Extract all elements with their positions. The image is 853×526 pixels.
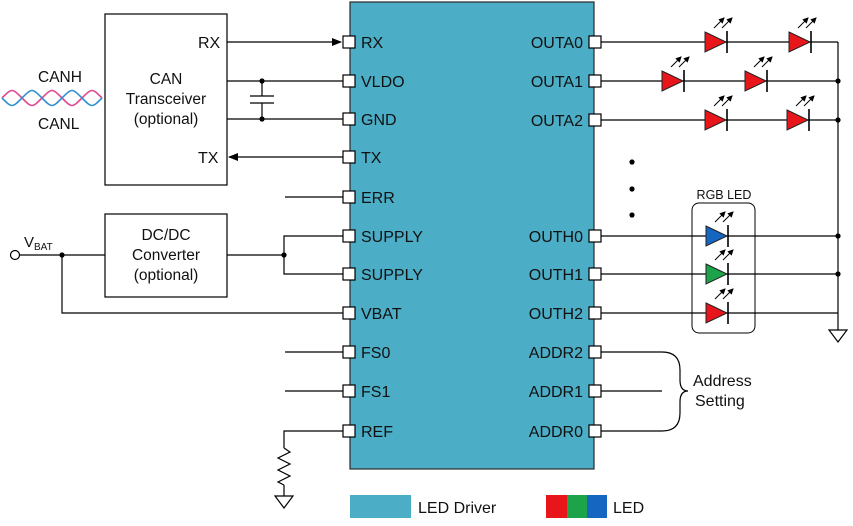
ground-icon-left bbox=[273, 495, 295, 509]
led-icon bbox=[661, 56, 690, 92]
pin-box-right bbox=[588, 113, 602, 127]
pin-label-left: ERR bbox=[361, 190, 395, 207]
rgb-led-group bbox=[691, 202, 756, 334]
address-line-2: Setting bbox=[695, 393, 745, 410]
led-icon bbox=[744, 56, 773, 92]
led-icon bbox=[705, 249, 734, 285]
pin-label-left: FS0 bbox=[361, 345, 390, 362]
legend-led-green-swatch bbox=[567, 495, 587, 518]
pin-label-left: RX bbox=[361, 35, 384, 52]
ellipsis-dots-icon bbox=[629, 159, 635, 218]
pin-box-right bbox=[588, 267, 602, 281]
pin-label-left: VLDO bbox=[361, 74, 405, 91]
pin-box-left bbox=[342, 345, 356, 359]
converter-line-2: Converter bbox=[132, 247, 200, 264]
pin-label-right: ADDR1 bbox=[529, 384, 583, 401]
address-brace bbox=[601, 351, 689, 432]
pin-label-left: TX bbox=[361, 150, 382, 167]
pin-box-right bbox=[588, 35, 602, 49]
pin-label-left: FS1 bbox=[361, 384, 390, 401]
legend-led-label: LED bbox=[613, 500, 644, 517]
can-transceiver-box bbox=[104, 13, 228, 186]
pin-label-left: GND bbox=[361, 112, 397, 129]
pin-box-right bbox=[588, 384, 602, 398]
pin-box-left bbox=[342, 306, 356, 320]
pin-box-right bbox=[588, 229, 602, 243]
pin-label-left: SUPPLY bbox=[361, 267, 423, 284]
pin-box-left bbox=[342, 150, 356, 164]
pin-label-right: ADDR2 bbox=[529, 345, 583, 362]
canh-label: CANH bbox=[38, 69, 82, 86]
led-icon bbox=[704, 95, 733, 131]
led-icon bbox=[704, 17, 733, 53]
transceiver-line-3: (optional) bbox=[134, 111, 199, 128]
transceiver-pin-rx: RX bbox=[198, 35, 221, 52]
converter-line-1: DC/DC bbox=[141, 227, 190, 244]
legend-driver-label: LED Driver bbox=[418, 500, 497, 517]
pin-label-right: OUTA1 bbox=[531, 74, 583, 91]
pin-box-right bbox=[588, 345, 602, 359]
pin-box-left bbox=[342, 424, 356, 438]
rgb-led-title: RGB LED bbox=[697, 188, 752, 202]
legend-led-red-swatch bbox=[546, 495, 567, 518]
vbat-terminal bbox=[9, 249, 21, 261]
pin-label-left: SUPPLY bbox=[361, 229, 423, 246]
capacitor-icon bbox=[250, 78, 274, 122]
pin-box-left bbox=[342, 229, 356, 243]
address-line-1: Address bbox=[693, 373, 752, 390]
led-icon bbox=[786, 95, 815, 131]
transceiver-line-2: Transceiver bbox=[126, 91, 206, 108]
pin-label-right: OUTA0 bbox=[531, 35, 583, 52]
pin-box-left bbox=[342, 35, 356, 49]
pin-label-right: OUTH1 bbox=[529, 267, 583, 284]
pin-box-right bbox=[588, 306, 602, 320]
pin-label-right: OUTH0 bbox=[529, 229, 583, 246]
led-array bbox=[661, 17, 817, 324]
pin-box-left bbox=[342, 267, 356, 281]
pin-box-left bbox=[342, 384, 356, 398]
converter-line-3: (optional) bbox=[134, 267, 199, 284]
dcdc-converter-box bbox=[104, 213, 228, 298]
pin-label-left: REF bbox=[361, 424, 393, 441]
led-icon bbox=[705, 211, 734, 247]
pin-box-left bbox=[342, 74, 356, 88]
resistor-icon bbox=[276, 447, 292, 486]
transceiver-pin-tx: TX bbox=[198, 150, 219, 167]
pin-box-left bbox=[342, 112, 356, 126]
twisted-pair-icon bbox=[1, 89, 103, 107]
canl-label: CANL bbox=[38, 116, 80, 133]
led-driver-body bbox=[349, 1, 595, 470]
driver-right-pins: OUTA0OUTA1OUTA2OUTH0OUTH1OUTH2ADDR2ADDR1… bbox=[529, 35, 602, 441]
ground-icon-right bbox=[827, 329, 849, 343]
pin-label-right: OUTA2 bbox=[531, 113, 583, 130]
transceiver-line-1: CAN bbox=[150, 71, 183, 88]
pin-label-right: OUTH2 bbox=[529, 306, 583, 323]
led-icon bbox=[705, 288, 734, 324]
vbat-label: VBAT bbox=[24, 234, 53, 253]
legend-led-blue-swatch bbox=[587, 495, 607, 518]
pin-box-right bbox=[588, 424, 602, 438]
pin-box-right bbox=[588, 74, 602, 88]
legend-driver-swatch bbox=[350, 495, 411, 518]
pin-label-left: VBAT bbox=[361, 306, 402, 323]
led-icon bbox=[788, 17, 817, 53]
pin-label-right: ADDR0 bbox=[529, 424, 583, 441]
pin-box-left bbox=[342, 190, 356, 204]
